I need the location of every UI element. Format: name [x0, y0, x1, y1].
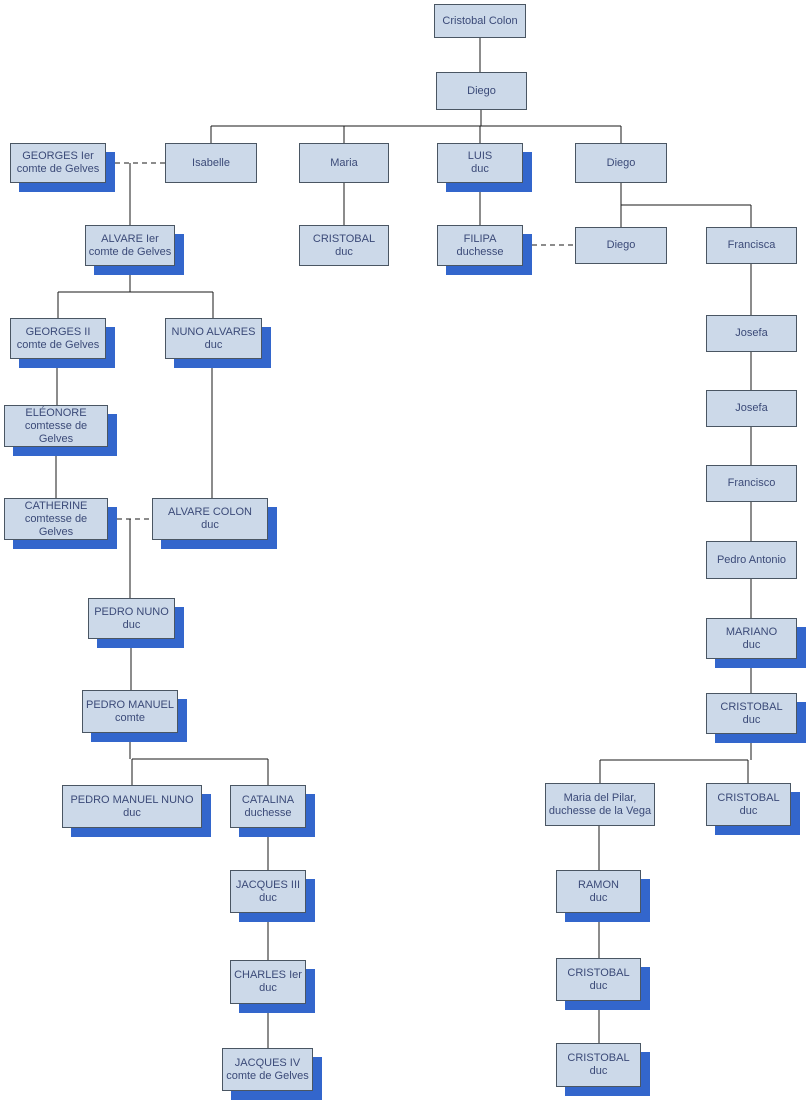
person-title: comte de Gelves: [16, 338, 100, 351]
person-name: MARIANO: [725, 625, 778, 638]
node-filipa[interactable]: FILIPA duchesse: [437, 225, 523, 266]
person-title: duc: [122, 618, 141, 631]
person-name: CRISTOBAL: [312, 232, 376, 245]
node-francisca[interactable]: Francisca: [706, 227, 797, 264]
node-diego-3[interactable]: Diego: [575, 227, 667, 264]
node-isabelle[interactable]: Isabelle: [165, 143, 257, 183]
person-name: CRISTOBAL: [720, 700, 783, 713]
person-name: GEORGES II: [25, 325, 91, 338]
node-cristobal-duc-4[interactable]: CRISTOBAL duc: [556, 958, 641, 1001]
person-name: CRISTOBAL: [567, 966, 630, 979]
person-title: duchesse: [456, 245, 504, 258]
node-cristobal-colon[interactable]: Cristobal Colon: [434, 4, 526, 38]
person-title: duc: [123, 806, 141, 819]
person-title: duc: [742, 713, 761, 726]
person-title: duc: [259, 982, 277, 994]
node-charles-1er[interactable]: CHARLES Ier duc: [230, 960, 306, 1004]
person-name: Josefa: [735, 402, 768, 414]
node-ramon[interactable]: RAMON duc: [556, 870, 641, 913]
node-cristobal-duc-5[interactable]: CRISTOBAL duc: [556, 1043, 641, 1087]
person-title: comte de Gelves: [226, 1069, 309, 1082]
node-georges-1er[interactable]: GEORGES Ier comte de Gelves: [10, 143, 106, 183]
person-title: duc: [739, 804, 758, 817]
node-pedro-manuel-nuno[interactable]: PEDRO MANUEL NUNO duc: [62, 785, 202, 828]
person-name: CRISTOBAL: [717, 791, 780, 804]
person-name: RAMON: [578, 878, 619, 891]
person-name: CATHERINE: [24, 499, 88, 512]
person-name: Isabelle: [192, 156, 230, 169]
person-name: Diego: [606, 239, 636, 251]
node-jacques-3[interactable]: JACQUES III duc: [230, 870, 306, 913]
person-name: PEDRO MANUEL: [85, 698, 175, 711]
person-name: Josefa: [735, 327, 768, 339]
person-title: duc: [204, 338, 223, 351]
node-cristobal-duc-1[interactable]: CRISTOBAL duc: [299, 225, 389, 266]
person-name: Pedro Antonio: [716, 553, 787, 566]
person-name: CATALINA: [241, 793, 295, 806]
person-name: Diego: [606, 156, 636, 169]
node-cristobal-duc-2[interactable]: CRISTOBAL duc: [706, 693, 797, 734]
person-title: duc: [201, 519, 219, 531]
node-luis[interactable]: LUIS duc: [437, 143, 523, 183]
node-josefa-2[interactable]: Josefa: [706, 390, 797, 427]
person-name: Francisca: [727, 239, 776, 251]
person-name: ALVARE COLON: [168, 506, 252, 518]
person-name: PEDRO MANUEL NUNO: [70, 793, 194, 806]
person-title: comte de Gelves: [88, 245, 172, 258]
person-title: duc: [471, 163, 489, 175]
person-name: Cristobal Colon: [442, 14, 518, 27]
person-name: JACQUES IV: [234, 1056, 301, 1069]
node-georges-2[interactable]: GEORGES II comte de Gelves: [10, 318, 106, 359]
person-title: duc: [259, 891, 277, 904]
node-catalina[interactable]: CATALINA duchesse: [230, 785, 306, 828]
person-name: FILIPA: [463, 232, 497, 245]
person-title: duchesse: [244, 806, 292, 819]
node-francisco[interactable]: Francisco: [706, 465, 797, 502]
node-josefa-1[interactable]: Josefa: [706, 315, 797, 352]
node-alvare-1er[interactable]: ALVARE Ier comte de Gelves: [85, 225, 175, 266]
node-pedro-nuno[interactable]: PEDRO NUNO duc: [88, 598, 175, 639]
person-title: duc: [589, 979, 608, 992]
person-title: comte: [115, 711, 145, 724]
person-title: duc: [742, 638, 761, 651]
person-name: GEORGES Ier: [22, 150, 94, 162]
person-title: comtesse de Gelves: [24, 512, 88, 538]
person-name: Francisco: [727, 477, 776, 489]
person-title: comtesse de Gelves: [24, 419, 88, 445]
person-name: ELÉONORE: [25, 406, 87, 419]
node-catherine[interactable]: CATHERINE comtesse de Gelves: [4, 498, 108, 540]
node-cristobal-duc-3[interactable]: CRISTOBAL duc: [706, 783, 791, 826]
person-name: LUIS: [467, 150, 493, 162]
person-name: NUNO ALVARES: [171, 325, 256, 338]
node-maria-del-pilar[interactable]: Maria del Pilar, duchesse de la Vega: [545, 783, 655, 826]
node-jacques-4[interactable]: JACQUES IV comte de Gelves: [222, 1048, 313, 1091]
person-title: duc: [589, 1065, 608, 1077]
node-eleonore[interactable]: ELÉONORE comtesse de Gelves: [4, 405, 108, 447]
node-alvare-colon[interactable]: ALVARE COLON duc: [152, 498, 268, 540]
person-name: JACQUES III: [235, 878, 301, 891]
person-title: duc: [335, 245, 353, 258]
node-pedro-antonio[interactable]: Pedro Antonio: [706, 541, 797, 579]
node-diego-2[interactable]: Diego: [575, 143, 667, 183]
node-pedro-manuel[interactable]: PEDRO MANUEL comte: [82, 690, 178, 733]
person-title: duchesse de la Vega: [548, 804, 652, 817]
person-name: PEDRO NUNO: [94, 605, 169, 618]
person-name: Diego: [467, 84, 496, 97]
descent-lines: [55, 38, 752, 1048]
person-name: ALVARE Ier: [101, 232, 159, 245]
node-mariano[interactable]: MARIANO duc: [706, 618, 797, 659]
node-maria[interactable]: Maria: [299, 143, 389, 183]
node-nuno-alvares[interactable]: NUNO ALVARES duc: [165, 318, 262, 359]
node-diego-1[interactable]: Diego: [436, 72, 527, 110]
person-name: Maria del Pilar,: [563, 791, 637, 804]
person-name: Maria: [330, 156, 358, 169]
person-title: duc: [589, 891, 608, 904]
person-title: comte de Gelves: [16, 163, 100, 175]
person-name: CHARLES Ier: [234, 969, 302, 981]
person-name: CRISTOBAL: [567, 1052, 630, 1064]
